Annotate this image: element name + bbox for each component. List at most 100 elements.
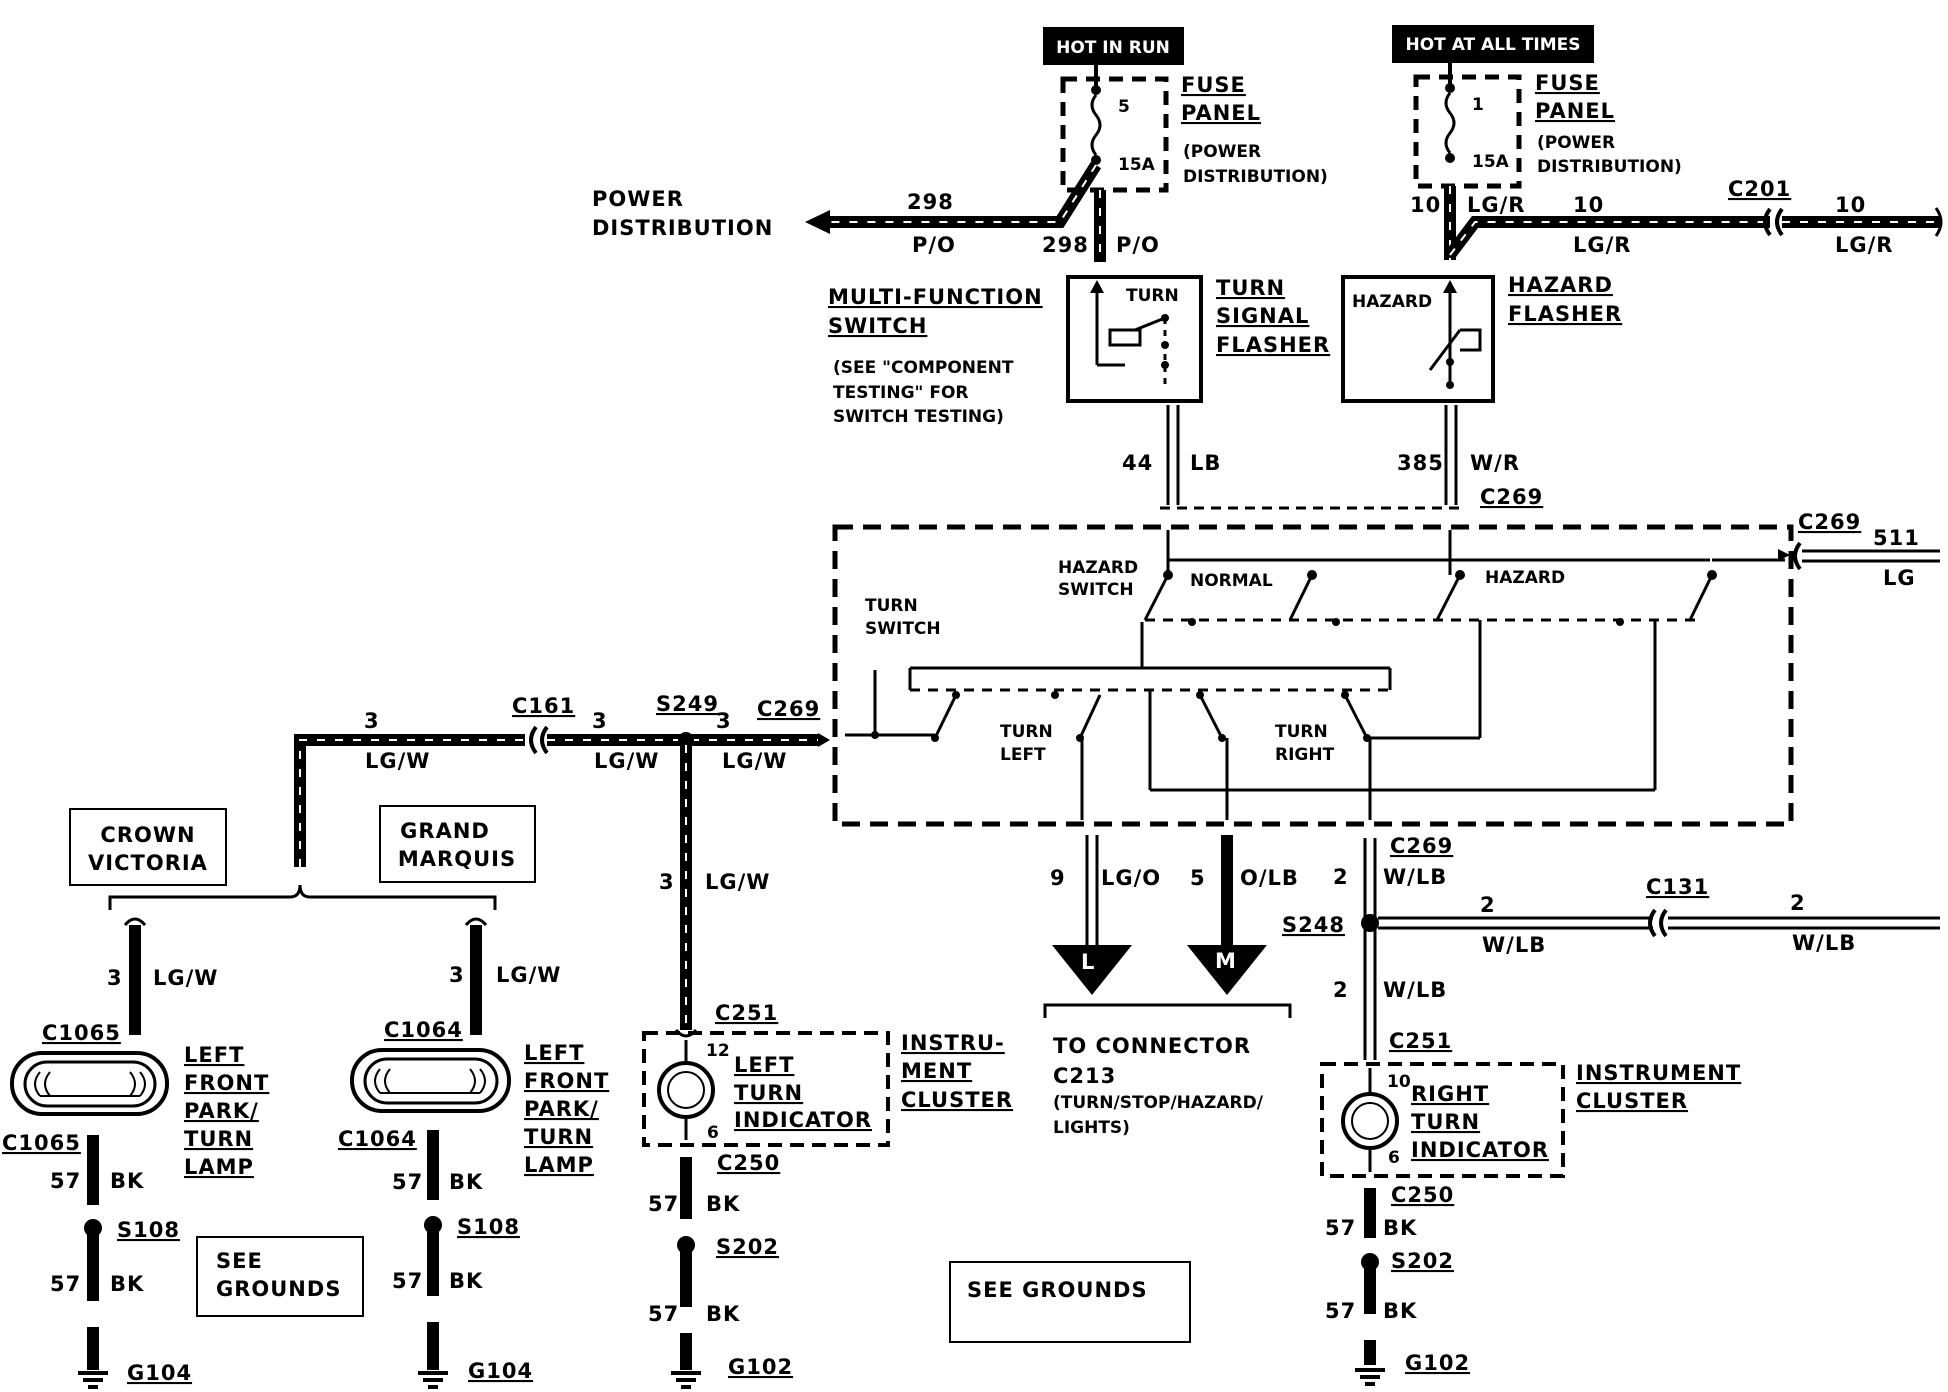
wire-57d-color: BK	[449, 1269, 483, 1293]
turn-flasher-box-label: TURN	[1126, 286, 1179, 306]
mf-switch-note2: TESTING" FOR	[833, 383, 969, 403]
lfl-crown-label3: PARK/	[184, 1099, 259, 1123]
connector-s249: S249	[656, 692, 719, 716]
connector-c251-right: C251	[1389, 1029, 1452, 1053]
hazard-switch-label1: HAZARD	[1058, 558, 1138, 578]
fuse-panel-left: 5 15A FUSE PANEL (POWER DISTRIBUTION)	[1060, 65, 1328, 193]
left-turn-indicator-label1: LEFT	[734, 1053, 794, 1077]
hot-at-all-times-label: HOT AT ALL TIMES	[1406, 35, 1581, 55]
wire-10a-color: LG/R	[1467, 193, 1525, 217]
ic-left-label3: CLUSTER	[901, 1088, 1013, 1112]
wire-10a-number: 10	[1410, 193, 1441, 217]
lfl-grand-label4: TURN	[524, 1125, 593, 1149]
fuse-left-rating: 15A	[1118, 155, 1156, 175]
fuse-right-note2: DISTRIBUTION)	[1537, 157, 1682, 177]
crown-victoria-label1: CROWN	[100, 823, 195, 847]
wire-385-color: W/R	[1470, 451, 1520, 475]
connector-c161: C161	[512, 694, 575, 718]
turn-right-label2: RIGHT	[1275, 745, 1335, 765]
left-turn-indicator-branch: 3 LG/W C251 12 6 LEFT TURN INDICATOR INS…	[642, 745, 1013, 1389]
multi-function-switch-box: HAZARD SWITCH NORMAL HAZARD TURN SWITCH	[832, 524, 1794, 827]
right-turn-indicator-branch: C269 2 W/LB S248 2 W/LB C131 2 W/LB 2 W/…	[1282, 834, 1940, 1386]
wire-2c-number: 2	[1790, 891, 1806, 915]
triangle-m-label: M	[1215, 949, 1237, 973]
vehicle-option-bracket: CROWN VICTORIA GRAND MARQUIS	[69, 805, 536, 910]
hazard-flasher-title2: FLASHER	[1508, 302, 1622, 326]
connector-c131: C131	[1646, 875, 1709, 899]
ic-left-label1: INSTRU-	[901, 1031, 1005, 1055]
connector-c250-right: C250	[1391, 1183, 1454, 1207]
wire-511-color: LG	[1883, 566, 1916, 590]
mf-switch-note3: SWITCH TESTING)	[833, 407, 1004, 427]
to-connector-line3: (TURN/STOP/HAZARD/	[1053, 1093, 1264, 1113]
connector-c269-top: C269	[1480, 485, 1543, 509]
fuse-right-note1: (POWER	[1537, 133, 1615, 153]
wire-511-lg: C269 511 LG	[1778, 510, 1940, 590]
see-grounds-right-label: SEE GROUNDS	[967, 1278, 1148, 1302]
wire-9-number: 9	[1050, 866, 1066, 890]
right-turn-indicator-label3: INDICATOR	[1411, 1138, 1549, 1162]
wire-10-lg-r: 10 LG/R 10 LG/R C201 10 LG/R	[1410, 177, 1943, 260]
wire-5-color: O/LB	[1240, 866, 1299, 890]
wire-10b-number: 10	[1573, 193, 1604, 217]
connector-g102-left: G102	[728, 1355, 793, 1379]
wire-3b-number: 3	[592, 709, 608, 733]
wire-2b-color: W/LB	[1482, 933, 1546, 957]
wire-57f-number: 57	[648, 1302, 679, 1326]
wire-3a-number: 3	[364, 709, 380, 733]
connector-s202-left: S202	[716, 1235, 779, 1259]
fuse-panel-right: 1 15A FUSE PANEL (POWER DISTRIBUTION)	[1413, 63, 1682, 189]
mf-switch-title2: SWITCH	[828, 314, 927, 338]
connector-s108-left: S108	[117, 1218, 180, 1242]
connector-c251-left: C251	[715, 1001, 778, 1025]
fuse-left-note1: (POWER	[1183, 142, 1261, 162]
wires-to-connector-c213: L 9 LG/O M 5 O/LB TO CONNECTOR C213 (TUR…	[1043, 835, 1299, 1138]
wire-57h-number: 57	[1325, 1299, 1356, 1323]
wire-3f-color: LG/W	[705, 870, 770, 894]
wire-2a-color: W/LB	[1383, 865, 1447, 889]
connector-c1065-bottom: C1065	[2, 1131, 81, 1155]
wire-3-lg-w-horizontal: 3 LG/W C161 3 LG/W S249 3 LG/W C269	[294, 692, 830, 867]
wire-10c-number: 10	[1835, 193, 1866, 217]
wire-57e-color: BK	[706, 1192, 740, 1216]
hot-in-run-label: HOT IN RUN	[1056, 38, 1170, 58]
left-turn-indicator-label3: INDICATOR	[734, 1108, 872, 1132]
turn-switch-label2: SWITCH	[865, 619, 941, 639]
wire-57f-color: BK	[706, 1302, 740, 1326]
turn-left-label1: TURN	[1000, 722, 1053, 742]
triangle-m	[1187, 945, 1267, 995]
hazard-flasher-box-label: HAZARD	[1352, 292, 1432, 312]
rti-pin10: 10	[1387, 1072, 1411, 1092]
to-connector-line1: TO CONNECTOR	[1053, 1034, 1251, 1058]
turn-signal-flasher: TURN TURN SIGNAL FLASHER	[1066, 275, 1329, 403]
connector-c1064-top: C1064	[384, 1018, 463, 1042]
lti-pin12: 12	[706, 1041, 730, 1061]
wire-57c-number: 57	[392, 1170, 423, 1194]
wire-2c-color: W/LB	[1792, 931, 1856, 955]
lfl-crown-label1: LEFT	[184, 1043, 244, 1067]
connector-s202-right: S202	[1391, 1249, 1454, 1273]
fuse-left-note2: DISTRIBUTION)	[1183, 167, 1328, 187]
wire-57b-color: BK	[110, 1272, 144, 1296]
wire-3c-number: 3	[716, 709, 732, 733]
normal-position-label: NORMAL	[1190, 571, 1273, 591]
fuse-right-title1: FUSE	[1535, 71, 1600, 95]
wire-44-color: LB	[1190, 451, 1221, 475]
lfl-crown-label2: FRONT	[184, 1071, 269, 1095]
wire-57g-color: BK	[1383, 1216, 1417, 1240]
wire-298-to-flasher: 298 P/O	[1042, 190, 1159, 262]
connector-c269-left: C269	[757, 697, 820, 721]
triangle-l	[1052, 945, 1132, 995]
see-grounds-left-box	[196, 1236, 364, 1317]
hot-at-all-times-tag	[1392, 25, 1594, 63]
lti-pin6: 6	[707, 1123, 719, 1143]
wire-3b-color: LG/W	[594, 749, 659, 773]
grand-marquis-label1: GRAND	[400, 819, 490, 843]
hazard-switch-label2: SWITCH	[1058, 580, 1134, 600]
wire-44-lb: 44 LB	[1122, 405, 1221, 505]
rti-pin6: 6	[1388, 1148, 1400, 1168]
left-front-park-turn-lamp-crown: 3 LG/W C1065 C1065 LEFT FRONT PARK/ TURN…	[2, 917, 269, 1389]
see-grounds-right-box	[949, 1261, 1191, 1343]
to-connector-line2: C213	[1053, 1064, 1116, 1088]
